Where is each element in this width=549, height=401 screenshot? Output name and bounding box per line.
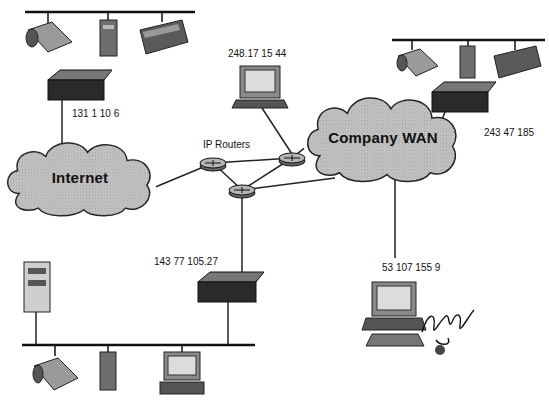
host-computer-bottom <box>362 282 426 346</box>
network-cloud: Internet <box>4 136 156 218</box>
lan-top-left <box>25 12 195 100</box>
ip-address: 53 107 155 9 <box>380 262 442 274</box>
ip-address: 243 47 185 <box>482 127 536 139</box>
cloud-label: Internet <box>52 169 109 186</box>
network-link <box>156 148 304 187</box>
cloud-label: Company WAN <box>328 129 438 146</box>
lan-bottom-left <box>22 262 255 394</box>
signature-dot <box>435 345 445 355</box>
ip-address: 131 1 10 6 <box>70 108 121 120</box>
group-label: IP Routers <box>201 139 252 151</box>
host-computer-top <box>232 66 288 108</box>
gateway-bottom <box>198 272 264 302</box>
signature-scribble <box>422 310 474 344</box>
ip-address: 248.17 15 44 <box>226 48 288 60</box>
ip-address: 143 77 105.27 <box>152 256 220 268</box>
network-wires <box>36 100 445 345</box>
network-cloud: Company WAN <box>304 90 462 184</box>
ip-routers <box>200 153 305 198</box>
